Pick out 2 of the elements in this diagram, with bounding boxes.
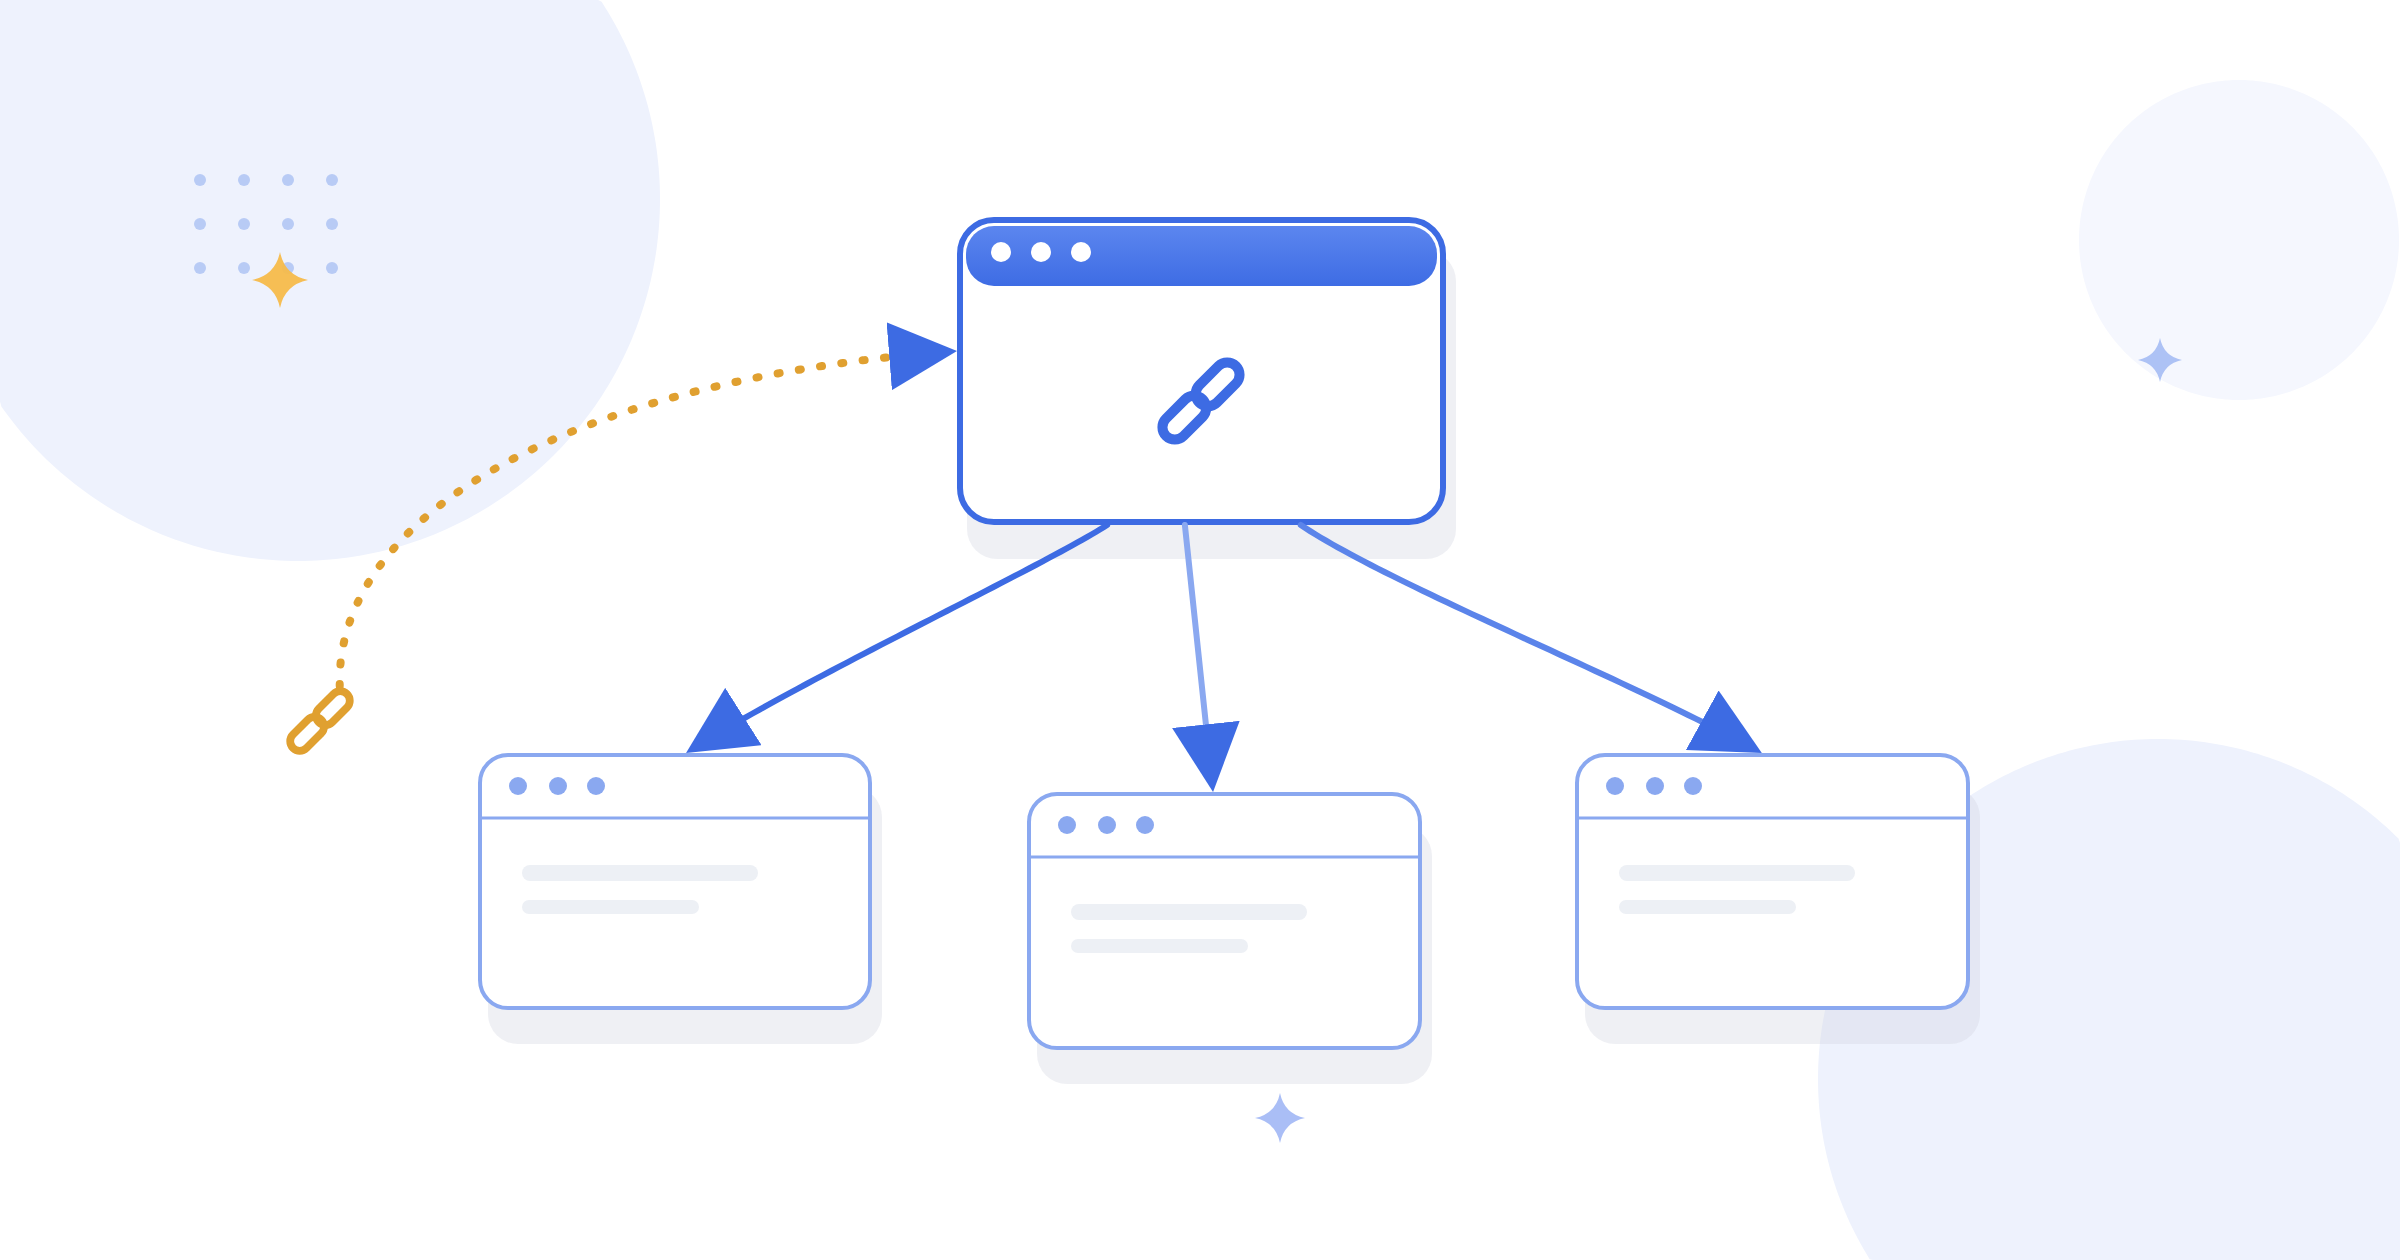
chain-link-icon [286, 686, 354, 756]
arrow [683, 522, 1111, 756]
